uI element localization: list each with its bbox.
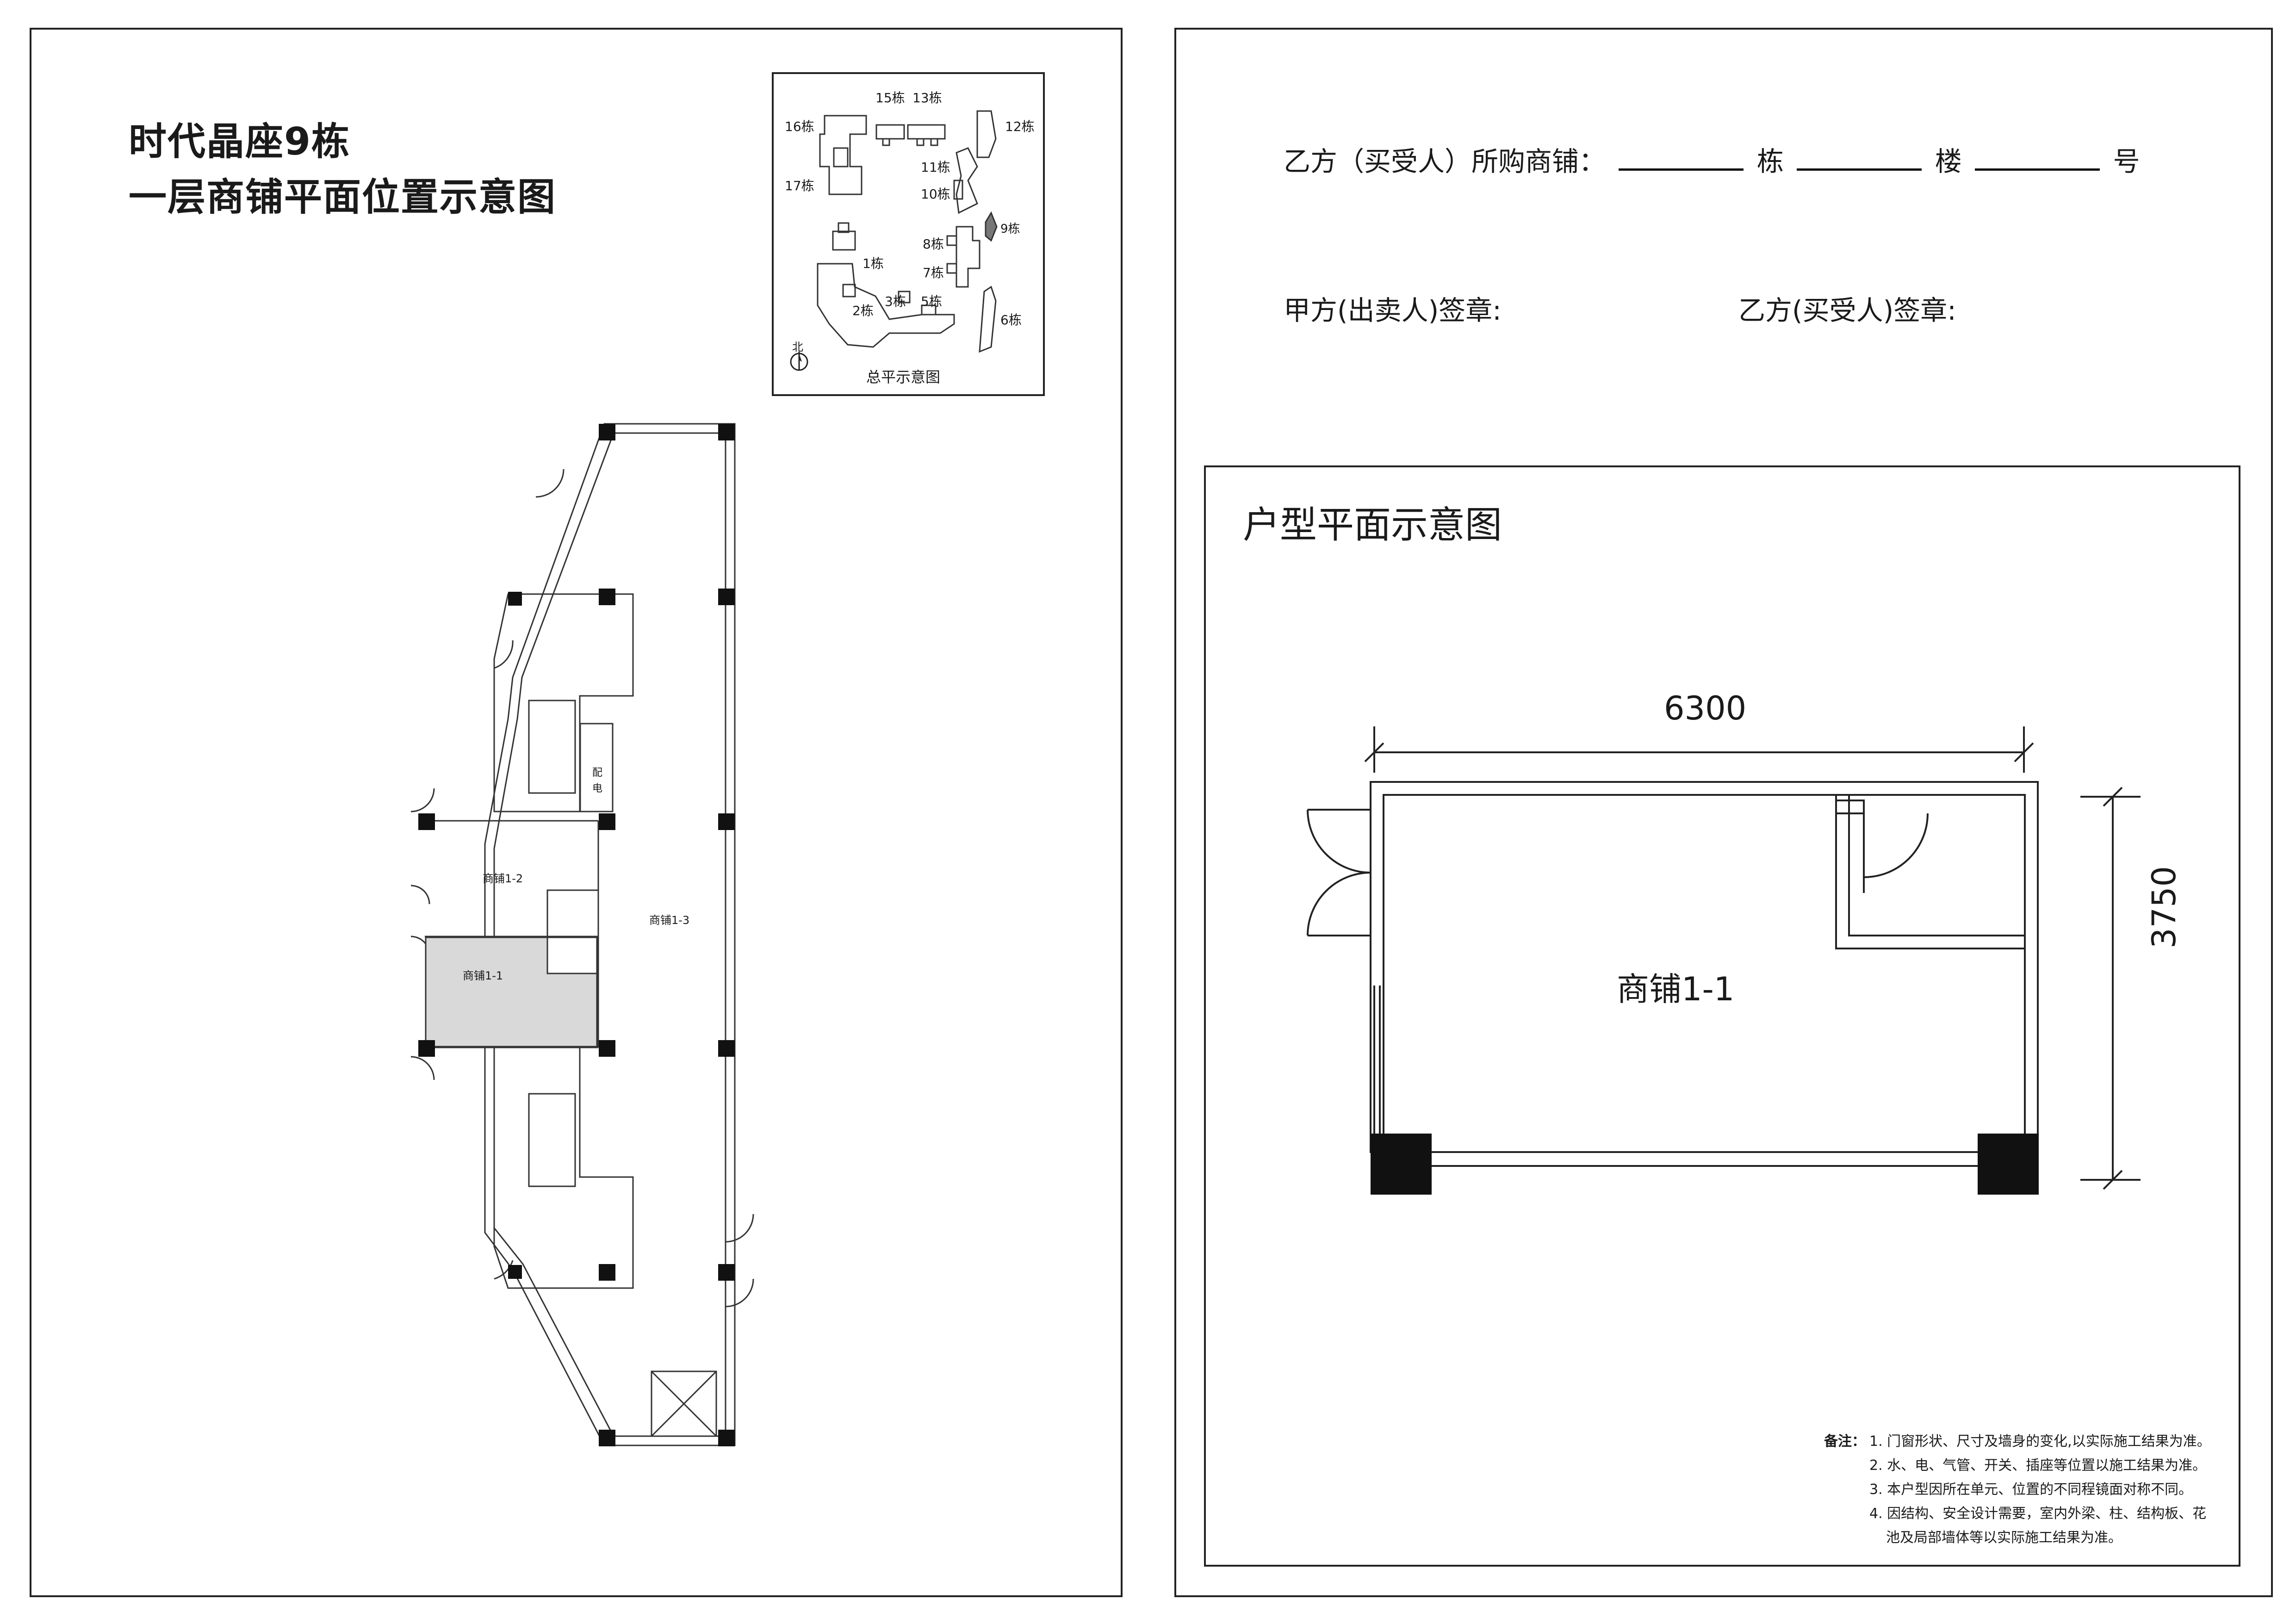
unit-1-3-label: 商铺1-3: [649, 914, 690, 927]
building-unit-text: 栋: [1756, 146, 1784, 177]
buyer-purchase-label: 乙方（买受人）所购商铺：: [1284, 146, 1606, 177]
buyer-purchase-line: 乙方（买受人）所购商铺： 栋 楼 号: [1284, 140, 2140, 179]
floor-blank-field[interactable]: [1797, 148, 1922, 171]
bldg-label-17: 17栋: [785, 178, 814, 193]
contract-panel: 乙方（买受人）所购商铺： 栋 楼 号 甲方(出卖人)签章: 乙方(买受人)签章:…: [1174, 28, 2273, 1597]
bldg-label-13: 13栋: [912, 90, 942, 105]
width-dimension-label: 6300: [1664, 689, 1747, 727]
height-dimension-label: 3750: [2145, 866, 2183, 948]
unit-label: 商铺1-1: [1617, 970, 1735, 1008]
bldg-label-9: 9栋: [1000, 222, 1020, 236]
seller-signature-label: 甲方(出卖人)签章:: [1284, 295, 1502, 326]
unit-plan-drawing: [1307, 726, 2141, 1195]
bldg-label-8: 8栋: [923, 236, 944, 252]
note-4: 4. 因结构、安全设计需要，室内外梁、柱、结构板、花: [1869, 1506, 2207, 1522]
unit-1-1-highlight: [425, 936, 598, 1048]
building-16-17-outline: [819, 115, 867, 195]
buyer-signature-label: 乙方(买受人)签章:: [1738, 295, 1956, 326]
bldg-label-15: 15栋: [875, 90, 905, 105]
page-title-line-2: 一层商铺平面位置示意图: [129, 175, 557, 219]
unit-plan-title: 户型平面示意图: [1243, 503, 1502, 546]
floor-unit-text: 楼: [1935, 146, 1962, 177]
note-2: 2. 水、电、气管、开关、插座等位置以施工结果为准。: [1869, 1457, 2207, 1474]
number-unit-text: 号: [2113, 146, 2140, 177]
elec-room-label-1: 配: [592, 767, 603, 779]
bldg-label-10: 10栋: [921, 186, 950, 202]
location-plan-panel: 时代晶座9栋 一层商铺平面位置示意图: [30, 28, 1123, 1597]
unit-1-2-label: 商铺1-2: [483, 872, 523, 885]
column-right: [1978, 1134, 2039, 1195]
note-1: 1. 门窗形状、尺寸及墙身的变化,以实际施工结果为准。: [1869, 1433, 2211, 1450]
number-blank-field[interactable]: [1975, 148, 2100, 171]
notes-label: 备注：: [1824, 1433, 1866, 1450]
site-plan-inset: 15栋 13栋 16栋 12栋 11栋 17栋 10栋 9栋 8栋 1栋 7栋 …: [772, 72, 1045, 396]
note-5: 池及局部墙体等以实际施工结果为准。: [1886, 1530, 2122, 1546]
unit-plan-box: 户型平面示意图: [1204, 465, 2240, 1567]
bldg-label-12: 12栋: [1005, 119, 1035, 134]
page-title-line-1: 时代晶座9栋: [129, 120, 351, 164]
building-blank-field[interactable]: [1619, 148, 1744, 171]
unit-1-1-label: 商铺1-1: [463, 969, 503, 982]
bldg-label-16: 16栋: [785, 119, 814, 134]
elec-room-label-2: 电: [592, 783, 603, 794]
bldg-label-2: 2栋: [852, 303, 874, 318]
building-outline: [484, 423, 736, 1446]
bldg-label-11: 11栋: [921, 160, 950, 175]
site-plan-caption: 总平示意图: [866, 368, 941, 386]
bldg-label-1: 1栋: [863, 256, 884, 271]
bldg-label-5: 5栋: [921, 294, 942, 309]
note-3: 3. 本户型因所在单元、位置的不同程镜面对称不同。: [1869, 1481, 2193, 1498]
bldg-label-7: 7栋: [923, 265, 944, 280]
north-label: 北: [792, 341, 803, 353]
bldg-label-6: 6栋: [1000, 312, 1022, 328]
column-left: [1371, 1134, 1432, 1195]
bldg-label-3: 3栋: [885, 294, 906, 309]
site-plan-drawing: [790, 110, 998, 371]
